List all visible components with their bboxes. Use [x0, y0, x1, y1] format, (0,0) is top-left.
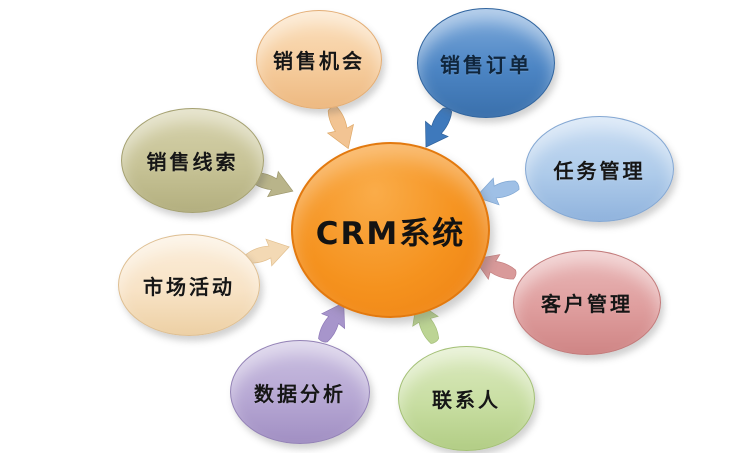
node-marketing-activity: 市场活动 — [118, 234, 260, 336]
node-sales-opportunity: 销售机会 — [256, 10, 382, 109]
node-sales-order-label: 销售订单 — [440, 52, 532, 77]
node-customer-management: 客户管理 — [513, 250, 661, 355]
node-crm-system-hub: CRM系统 — [291, 142, 490, 318]
node-sales-leads-label: 销售线索 — [146, 150, 239, 174]
arrow-customer-management-to-crm-icon — [473, 254, 517, 281]
node-contacts-label: 联系人 — [432, 388, 501, 412]
node-task-management-label: 任务管理 — [553, 158, 646, 183]
node-sales-opportunity-label: 销售机会 — [273, 49, 365, 73]
node-data-analysis-label: 数据分析 — [254, 381, 346, 406]
node-data-analysis: 数据分析 — [230, 340, 370, 444]
node-sales-order: 销售订单 — [417, 8, 555, 118]
node-customer-management-label: 客户管理 — [541, 292, 633, 316]
arrow-task-management-to-crm-icon — [475, 177, 520, 206]
node-crm-system-label: CRM系统 — [315, 215, 466, 252]
arrow-data-analysis-to-crm-icon — [318, 302, 346, 343]
node-marketing-activity-label: 市场活动 — [143, 274, 235, 299]
node-contacts: 联系人 — [398, 346, 535, 451]
node-sales-leads: 销售线索 — [121, 108, 264, 213]
node-task-management: 任务管理 — [525, 116, 674, 222]
